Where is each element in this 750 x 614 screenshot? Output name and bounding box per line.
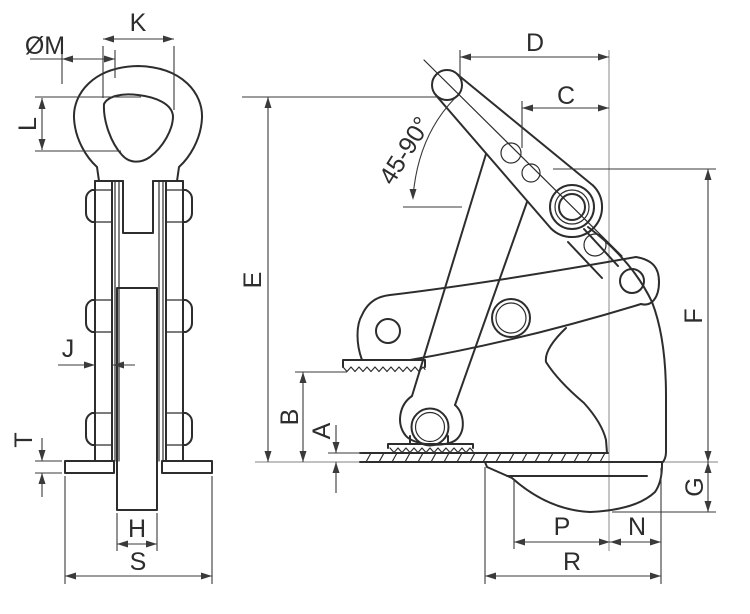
dim-label-M: ØM xyxy=(25,32,65,60)
base-block xyxy=(484,461,663,513)
cam-arm-edges xyxy=(411,153,528,406)
dim-label-R: R xyxy=(563,548,581,576)
link-center-ring xyxy=(491,298,531,338)
dim-D-lines xyxy=(459,50,609,79)
dim-label-K: K xyxy=(130,9,147,37)
dim-label-G: G xyxy=(681,477,709,496)
dim-K-lines xyxy=(102,38,175,110)
body-outer-edge xyxy=(587,226,667,464)
strap-pin-hole xyxy=(583,233,607,257)
dim-label-A: A xyxy=(308,422,336,439)
lever-eye-circle xyxy=(431,69,463,101)
front-view xyxy=(64,65,213,511)
dim-label-F: F xyxy=(680,308,708,323)
lower-pad-teeth xyxy=(389,447,474,454)
rivet-heads xyxy=(85,189,193,446)
dim-label-P: P xyxy=(554,513,571,541)
lever-hole-upper xyxy=(500,142,522,164)
eye-shank-slot xyxy=(122,180,154,234)
jaw-link-hole-left xyxy=(375,318,401,344)
cam-pivot-pin xyxy=(414,411,446,443)
dim-E-lines xyxy=(242,96,438,462)
dim-label-D: D xyxy=(526,29,544,57)
main-pivot-ring xyxy=(554,189,590,225)
upper-pad-teeth xyxy=(342,366,426,373)
dim-label-N: N xyxy=(628,513,646,541)
dim-F-lines xyxy=(553,168,716,462)
dim-label-angle: 45-90° xyxy=(374,112,437,190)
lifting-eye-hole xyxy=(102,93,174,163)
main-pivot-outer xyxy=(549,184,595,230)
dim-B-lines xyxy=(295,371,347,462)
inner-plate-lines xyxy=(114,180,164,462)
dim-L-lines xyxy=(35,96,141,152)
lifting-eye-outline xyxy=(72,65,204,182)
link-center-pin xyxy=(495,302,527,334)
lower-pad-bracket xyxy=(409,435,449,445)
lower-grip-pad xyxy=(387,443,474,449)
side-view xyxy=(255,50,718,551)
main-pivot-pin xyxy=(558,193,586,221)
dim-P-N-lines xyxy=(513,468,662,584)
dim-S-lines xyxy=(64,476,213,584)
rivet-cap-lines xyxy=(94,189,184,446)
cam-pivot-ring xyxy=(410,407,450,447)
base-flanges xyxy=(64,460,213,474)
clamped-plate-edges xyxy=(359,452,663,463)
clamped-plate-hatching xyxy=(365,452,606,463)
body-throat-edge xyxy=(544,327,608,454)
dim-R-lines xyxy=(484,467,661,584)
dim-label-L: L xyxy=(14,117,42,131)
upper-grip-pad xyxy=(342,359,426,368)
lever-arm-edges xyxy=(435,73,594,230)
dimension-arrowheads xyxy=(38,35,712,580)
lever-hole-lower xyxy=(521,163,541,183)
dim-label-B: B xyxy=(276,409,304,426)
center-jaw-bar xyxy=(116,287,158,511)
dim-label-J: J xyxy=(62,335,75,363)
dim-label-E: E xyxy=(239,272,267,289)
dim-C-lines xyxy=(521,101,609,148)
dim-label-S: S xyxy=(130,548,147,576)
dim-T-lines xyxy=(35,438,62,497)
jaw-link-plate xyxy=(356,256,660,361)
dim-angle-arc xyxy=(403,97,462,208)
side-plates xyxy=(94,180,184,462)
dim-label-C: C xyxy=(557,82,575,110)
dim-label-T: T xyxy=(10,432,38,447)
lever-centerline xyxy=(423,59,623,257)
dim-label-H: H xyxy=(128,515,146,543)
